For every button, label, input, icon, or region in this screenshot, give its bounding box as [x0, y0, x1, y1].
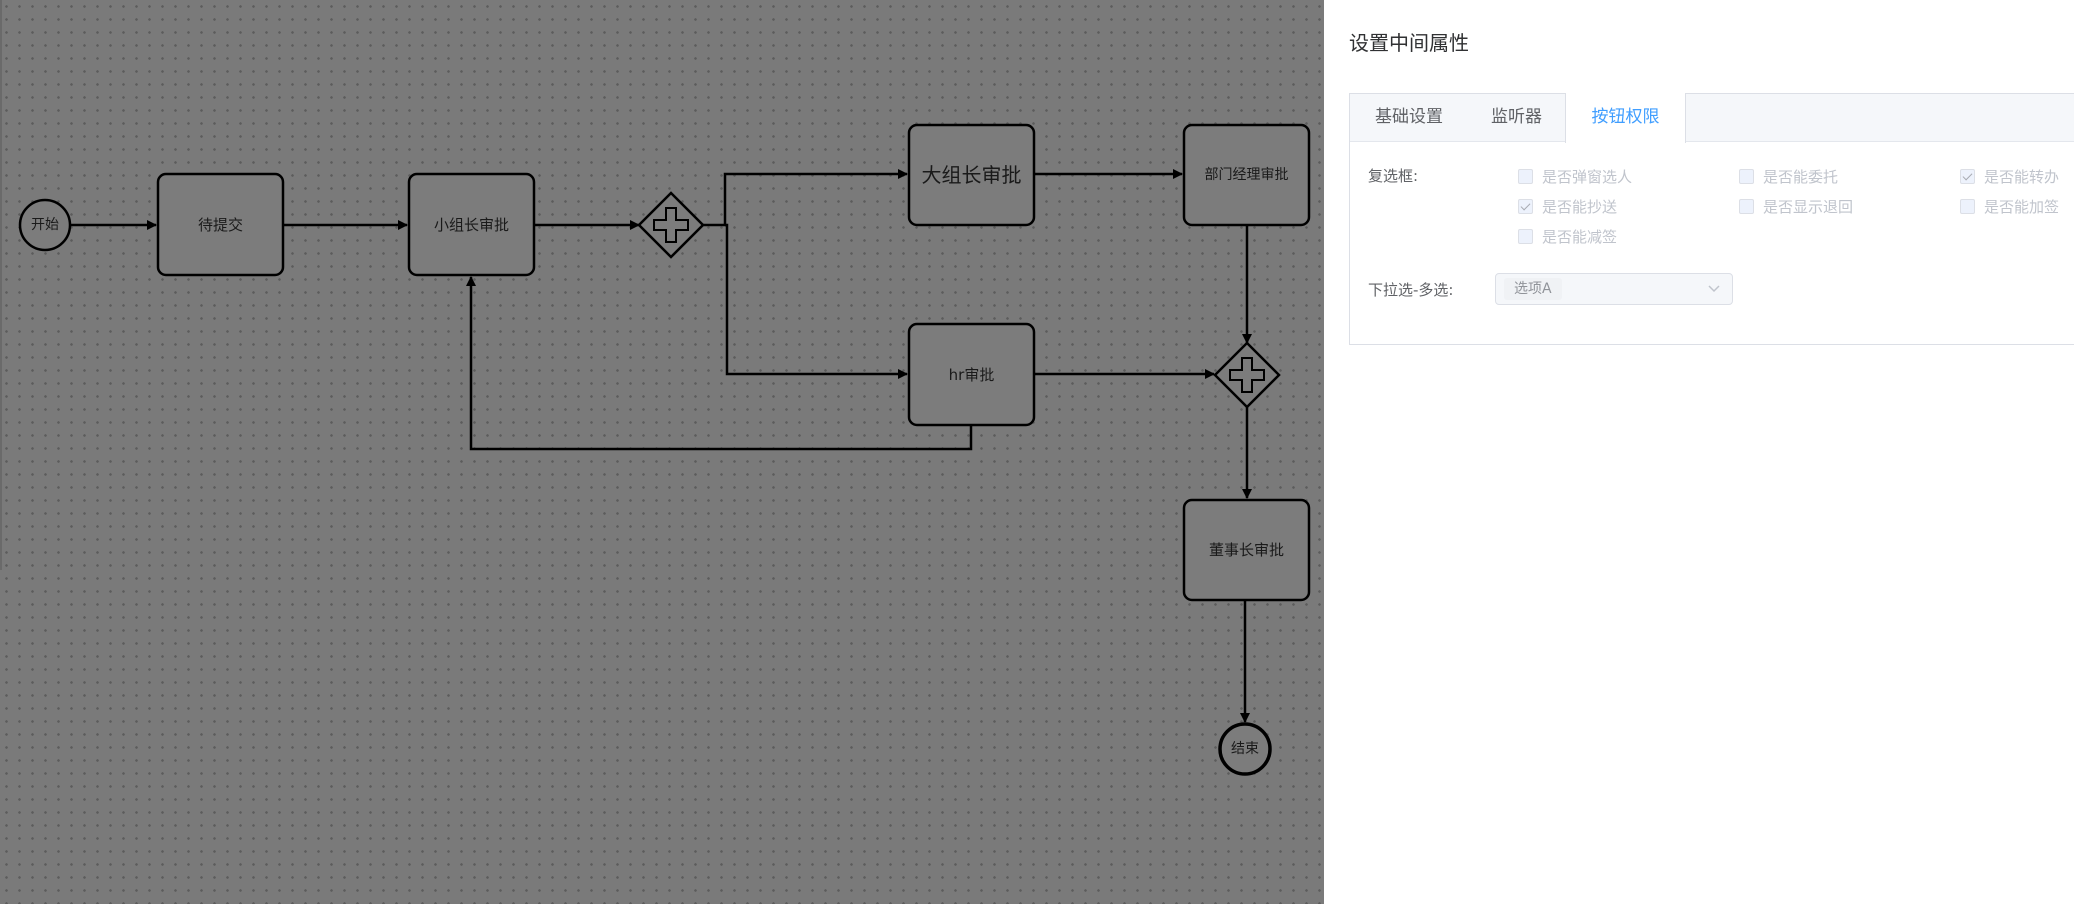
drawer-title: 设置中间属性 — [1349, 31, 1469, 55]
checkbox-box[interactable] — [1960, 199, 1975, 214]
end-event[interactable] — [1218, 722, 1272, 776]
checkbox-box-checked[interactable] — [1960, 169, 1975, 184]
checkbox-box[interactable] — [1518, 229, 1533, 244]
multi-select-label: 下拉选-多选: — [1368, 281, 1454, 299]
checkbox-popup-select-user[interactable]: 是否弹窗选人 — [1518, 166, 1632, 187]
checkbox-can-delegate[interactable]: 是否能委托 — [1739, 166, 1838, 187]
checkbox-can-transfer[interactable]: 是否能转办 — [1960, 166, 2059, 187]
bpmn-canvas[interactable]: 开始 待提交 小组长审批 大组长审批 部门经理审批 hr审批 董事长审批 结束 — [0, 0, 1324, 904]
checkbox-label: 是否能抄送 — [1542, 198, 1618, 216]
tab-basic-settings[interactable]: 基础设置 — [1375, 107, 1443, 127]
checkbox-can-add-sign[interactable]: 是否能加签 — [1960, 196, 2059, 217]
task-team-leader-approval-label: 小组长审批 — [433, 215, 509, 234]
end-event-label: 结束 — [1231, 740, 1259, 757]
multi-select-dropdown[interactable]: 选项A — [1495, 273, 1733, 305]
checkbox-label: 是否弹窗选人 — [1542, 168, 1633, 186]
start-event-label: 开始 — [31, 216, 59, 233]
checkbox-box[interactable] — [1739, 199, 1754, 214]
tab-listeners[interactable]: 监听器 — [1491, 107, 1542, 127]
parallel-gateway-join[interactable] — [1213, 341, 1281, 409]
checkbox-label: 是否显示退回 — [1763, 198, 1854, 216]
flow-gateway-to-group[interactable] — [703, 169, 908, 227]
checkbox-group-label: 复选框: — [1368, 167, 1419, 185]
checkbox-can-reduce-sign[interactable]: 是否能减签 — [1518, 226, 1617, 247]
task-hr-approval[interactable] — [907, 322, 1036, 427]
task-chairman-approval[interactable] — [1182, 498, 1311, 602]
tab-header: 基础设置 监听器 按钮权限 — [1350, 93, 2074, 143]
checkbox-show-return[interactable]: 是否显示退回 — [1739, 196, 1853, 217]
task-group-leader-approval[interactable] — [907, 123, 1036, 227]
task-group-leader-approval-label: 大组长审批 — [921, 163, 1022, 187]
task-dept-manager-approval[interactable] — [1182, 123, 1311, 227]
properties-drawer: 设置中间属性 基础设置 监听器 按钮权限 复选框: 是否弹窗选人 是否能委托 是… — [1324, 0, 2074, 904]
properties-tabs: 基础设置 监听器 按钮权限 复选框: 是否弹窗选人 是否能委托 是否能转办 是否… — [1349, 93, 2074, 345]
flow-hr-back-to-team[interactable] — [466, 276, 973, 451]
checkbox-label: 是否能委托 — [1763, 168, 1839, 186]
checkbox-label: 是否能减签 — [1542, 228, 1618, 246]
task-dept-manager-approval-label: 部门经理审批 — [1204, 166, 1289, 183]
task-pending-submit-label: 待提交 — [197, 215, 243, 234]
selected-tag: 选项A — [1504, 278, 1562, 300]
flow-gateway-to-hr[interactable] — [725, 223, 908, 379]
checkbox-label: 是否能转办 — [1984, 168, 2060, 186]
canvas-edge-line — [0, 0, 2, 570]
task-pending-submit[interactable] — [156, 172, 285, 277]
parallel-gateway-split[interactable] — [637, 191, 705, 259]
chevron-down-icon[interactable] — [1706, 280, 1722, 296]
tab-button-permissions[interactable]: 按钮权限 — [1565, 93, 1686, 143]
process-diagram — [18, 123, 1311, 776]
checkbox-can-cc[interactable]: 是否能抄送 — [1518, 196, 1617, 217]
checkbox-box-checked[interactable] — [1518, 199, 1533, 214]
task-hr-approval-label: hr审批 — [948, 365, 995, 384]
task-chairman-approval-label: 董事长审批 — [1208, 541, 1284, 559]
checkbox-box[interactable] — [1739, 169, 1754, 184]
checkbox-label: 是否能加签 — [1984, 198, 2060, 216]
start-event[interactable] — [18, 198, 72, 252]
checkbox-box[interactable] — [1518, 169, 1533, 184]
task-team-leader-approval[interactable] — [407, 172, 536, 277]
